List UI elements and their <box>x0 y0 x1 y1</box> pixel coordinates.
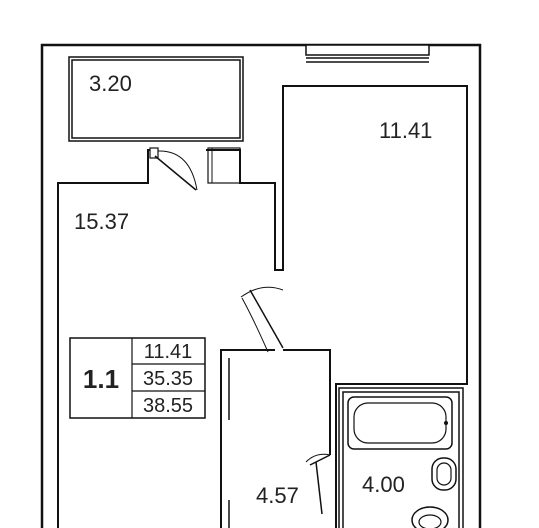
balcony-area-label: 3.20 <box>89 71 132 96</box>
apartment-number: 1.1 <box>83 364 119 394</box>
toilet-icon <box>411 506 449 528</box>
bathroom-walls <box>338 387 464 528</box>
bathroom-area-label: 4.00 <box>362 472 405 497</box>
balcony-outline <box>68 56 244 142</box>
outer-walls <box>40 43 482 528</box>
sink-icon <box>431 457 457 491</box>
bedroom-door <box>240 286 284 353</box>
balcony-door <box>149 147 241 191</box>
bathtub-icon <box>347 396 453 450</box>
area-table: 1.1 11.41 35.35 38.55 <box>69 337 206 419</box>
interior-walls <box>57 85 468 528</box>
total-area-value: 35.35 <box>143 368 193 390</box>
bathroom-door <box>305 453 331 515</box>
window-top <box>305 44 430 63</box>
living-area-label: 15.37 <box>74 209 129 234</box>
bedroom-area-label: 11.41 <box>379 118 432 143</box>
living-area-value: 11.41 <box>144 341 193 363</box>
hall-area-label: 4.57 <box>256 483 299 508</box>
area-with-balcony-value: 38.55 <box>143 395 193 417</box>
